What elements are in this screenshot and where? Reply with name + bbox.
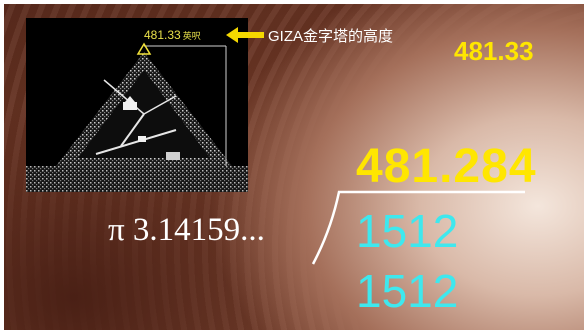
long-division-bracket bbox=[311, 190, 525, 265]
dividend: 1512 bbox=[356, 205, 459, 257]
divisor-pi: π 3.14159... bbox=[108, 212, 265, 248]
quotient: 481.284 bbox=[356, 140, 537, 193]
apex-marker-icon bbox=[136, 42, 152, 55]
photo-height-value: 481.33 bbox=[144, 28, 181, 42]
pyramid-cross-section bbox=[26, 42, 248, 192]
caption: GIZA金字塔的高度 bbox=[268, 28, 394, 45]
left-arrow-icon bbox=[226, 27, 264, 43]
photo-height-unit: 英呎 bbox=[182, 31, 201, 41]
pyramid-height-value: 481.33 bbox=[454, 36, 534, 66]
product: 1512 bbox=[356, 265, 459, 317]
